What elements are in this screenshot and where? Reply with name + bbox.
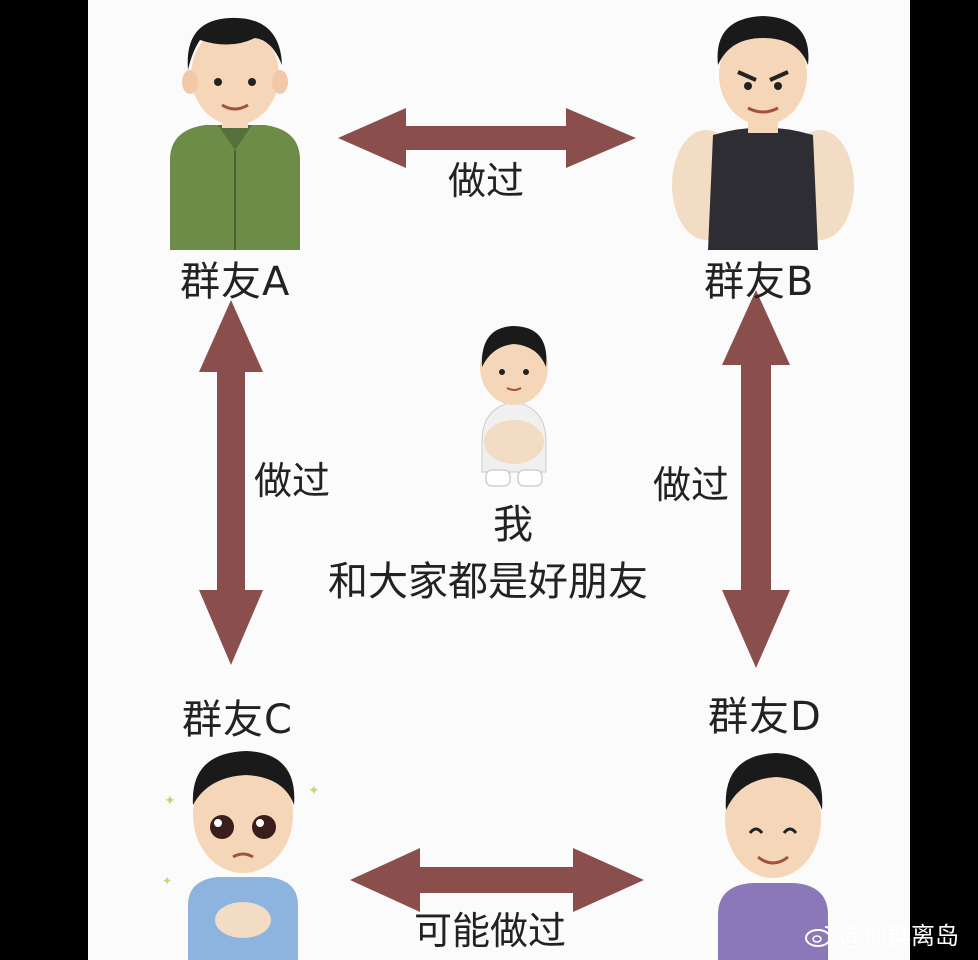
me-caption: 和大家都是好朋友 [328,559,648,605]
edge-label-a-c: 做过 [254,459,331,503]
arrow-b-d [722,290,790,668]
friend-b-label: 群友B [704,259,815,305]
arrow-c-d [350,848,644,912]
friend-d-label: 群友D [708,694,822,740]
svg-text:✦: ✦ [162,874,172,888]
weibo-icon [805,924,835,948]
svg-text:✦: ✦ [308,783,320,799]
me-label: 我 [493,502,534,548]
edge-label-a-b: 做过 [448,159,525,203]
friend-b-illustration [668,10,858,250]
friend-a-illustration [160,10,310,250]
friend-c-illustration: ✦ ✦ ✦ [158,745,328,960]
friend-c-label: 群友C [182,697,293,743]
me-illustration [472,322,556,492]
meme-canvas: 群友A 群友B 我 和大家都 [88,0,910,960]
relationship-arrows [199,108,790,912]
edge-label-b-d: 做过 [653,463,730,507]
edge-label-c-d: 可能做过 [414,909,567,953]
watermark-text: @你群离岛 [839,922,959,950]
watermark: @你群离岛 [805,918,973,954]
svg-text:✦: ✦ [164,793,176,809]
arrow-a-c [199,300,263,665]
arrow-a-b [338,108,636,168]
friend-d-illustration [698,745,848,960]
friend-a-label: 群友A [180,259,291,305]
